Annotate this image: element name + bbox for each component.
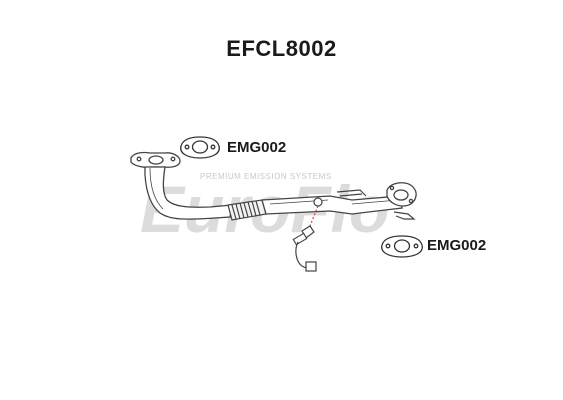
flexi-joint — [227, 199, 267, 221]
pipe-bracket — [336, 189, 416, 220]
outlet-flange — [386, 182, 417, 207]
gasket-label-top: EMG002 — [227, 139, 287, 156]
lambda-sensor — [292, 197, 323, 272]
gasket-emg002-top — [180, 136, 220, 159]
part-number-title: EFCL8002 — [226, 36, 337, 61]
gasket-label-bottom: EMG002 — [427, 237, 487, 254]
inlet-flange — [130, 151, 181, 168]
gasket-emg002-bottom — [381, 235, 423, 258]
watermark-tagline: PREMIUM EMISSION SYSTEMS — [200, 172, 332, 181]
